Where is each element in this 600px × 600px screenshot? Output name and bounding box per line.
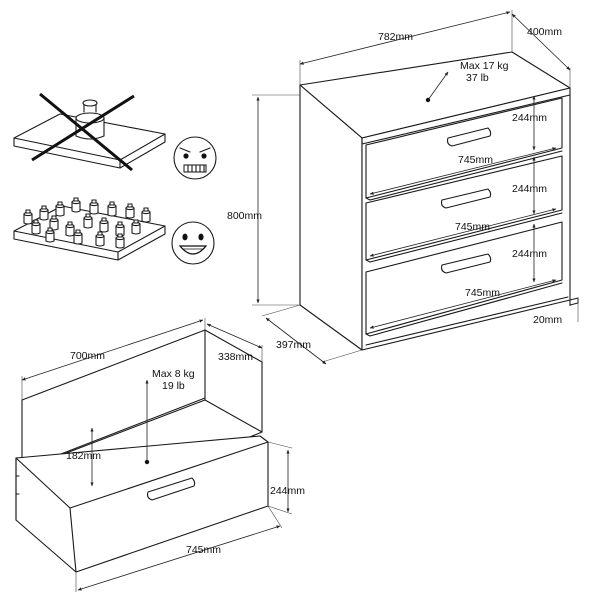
jar-icon <box>39 205 49 221</box>
chest-depth-label: 400mm <box>527 26 562 38</box>
chest-height-label: 800mm <box>227 210 262 222</box>
drawer-load-line1: Max 8 kg <box>152 368 195 380</box>
jar-icon <box>31 219 41 235</box>
jar-icon <box>89 199 99 215</box>
jar-icon <box>71 197 81 213</box>
drawer1-width-label: 745mm <box>458 154 493 166</box>
jar-icon <box>83 213 93 229</box>
drawer2-width-label: 745mm <box>455 221 490 233</box>
chest-load-line1: Max 17 kg <box>460 60 509 72</box>
drawer-width-label: 700mm <box>70 350 105 362</box>
angry-face-icon <box>173 136 217 180</box>
foot-height-label: 20mm <box>533 314 562 326</box>
jar-icon <box>141 207 151 223</box>
jar-icon <box>65 221 75 237</box>
chest-width-label: 782mm <box>378 31 413 43</box>
concentrated-load-wrong-icon <box>13 92 166 172</box>
drawer3-height-label: 244mm <box>512 248 547 260</box>
jar-icon <box>107 201 117 217</box>
jar-icon <box>115 233 125 249</box>
drawer-dimension-lines <box>21 318 293 592</box>
jar-icon <box>99 217 109 233</box>
chest-load-line2: 37 lb <box>466 72 489 84</box>
drawer-inner-height-label: 182mm <box>66 450 101 462</box>
jar-icon <box>45 227 55 243</box>
drawer1-height-label: 244mm <box>512 112 547 124</box>
open-drawer <box>15 329 269 573</box>
jar-icon <box>55 201 65 217</box>
jar-icon <box>125 203 135 219</box>
chest-base-depth-label: 397mm <box>276 339 311 351</box>
drawer-depth-label: 338mm <box>218 351 253 363</box>
drawer3-width-label: 745mm <box>465 287 500 299</box>
jar-icon <box>23 209 33 225</box>
jar-icon <box>73 229 83 245</box>
chest-of-drawers <box>299 51 579 351</box>
happy-face-icon <box>171 221 215 265</box>
drawer-front-height-label: 244mm <box>270 485 305 497</box>
drawer-front-width-label: 745mm <box>186 544 221 556</box>
jar-icon <box>131 219 141 235</box>
distributed-load-right-icon <box>13 197 166 261</box>
drawer-load-line2: 19 lb <box>162 380 185 392</box>
jar-icon <box>95 231 105 247</box>
drawer2-height-label: 244mm <box>512 183 547 195</box>
chest-dimension-lines <box>252 10 579 365</box>
